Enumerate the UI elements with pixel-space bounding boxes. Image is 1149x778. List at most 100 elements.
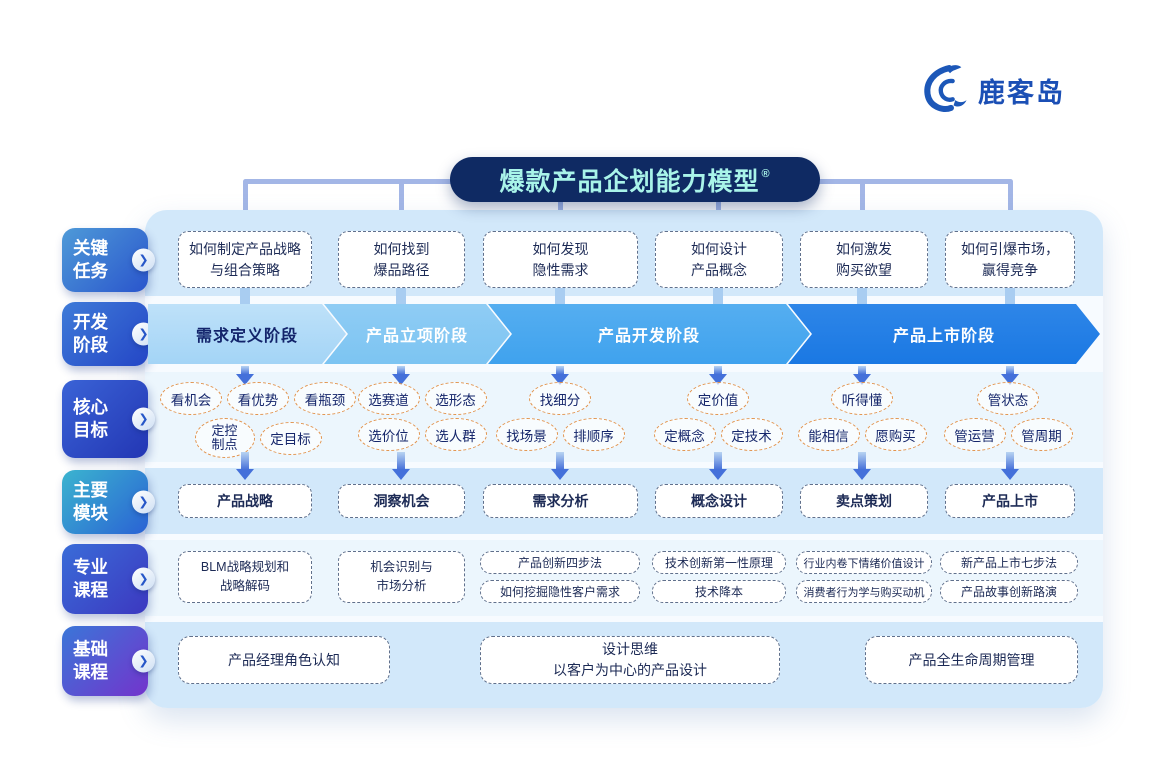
- goal-ellipse: 管状态: [977, 382, 1039, 415]
- sidebar-label-text: 核心 目标: [73, 397, 108, 440]
- title-connector-drop: [399, 181, 404, 231]
- basic-course-box: 产品全生命周期管理: [865, 636, 1078, 684]
- goal-column-launch: 管状态 管运营 管周期: [938, 382, 1078, 451]
- connector-bar: [555, 288, 565, 305]
- down-arrow: [241, 366, 249, 374]
- connector-bar: [857, 288, 867, 305]
- sidebar-label-text: 关键 任务: [73, 238, 108, 281]
- down-arrow: [858, 452, 866, 469]
- goal-column-demand: 找细分 找场景 排顺序: [490, 382, 630, 451]
- pro-course-box: BLM战略规划和 战略解码: [178, 551, 312, 603]
- down-arrow: [714, 452, 722, 469]
- phase-arrow-development: 产品开发阶段: [488, 304, 810, 364]
- module-box: 卖点策划: [800, 484, 928, 518]
- down-arrow-head: [236, 469, 254, 480]
- down-arrow: [556, 452, 564, 469]
- key-task-box: 如何找到 爆品路径: [338, 231, 465, 288]
- down-arrow: [397, 366, 405, 374]
- goal-ellipse: 定价值: [687, 382, 749, 415]
- goal-ellipse: 找细分: [529, 382, 591, 415]
- phase-label: 产品立项阶段: [365, 328, 468, 345]
- goal-ellipse: 愿购买: [864, 418, 927, 451]
- title-connector-drop: [243, 181, 248, 231]
- goal-ellipse: 排顺序: [562, 418, 625, 451]
- goal-ellipse: 选人群: [424, 418, 487, 451]
- module-box: 需求分析: [483, 484, 638, 518]
- down-arrow: [714, 366, 722, 374]
- down-arrow-head: [709, 374, 727, 385]
- goal-ellipse: 管运营: [943, 418, 1006, 451]
- pro-course-box: 行业内卷下情绪价值设计: [796, 551, 932, 574]
- goal-ellipse: 听得懂: [831, 382, 893, 415]
- module-box: 洞察机会: [338, 484, 465, 518]
- goal-ellipse: 选赛道: [357, 382, 420, 415]
- goal-column-strategy: 看机会 看优势 看瓶颈 定控 制点 定目标: [156, 382, 360, 458]
- module-box: 产品战略: [178, 484, 312, 518]
- down-arrow-head: [1001, 469, 1019, 480]
- down-arrow-head: [551, 374, 569, 385]
- goal-column-opportunity: 选赛道 选形态 选价位 选人群: [352, 382, 492, 451]
- goal-ellipse: 能相信: [797, 418, 860, 451]
- down-arrow: [556, 366, 564, 374]
- pro-course-box: 如何挖掘隐性客户需求: [480, 580, 640, 603]
- chevron-right-icon: ❯: [132, 567, 155, 591]
- down-arrow-head: [392, 469, 410, 480]
- diagram-title: 爆款产品企划能力模型®: [450, 157, 820, 202]
- down-arrow: [1006, 452, 1014, 469]
- sidebar-item-dev-phases: 开发 阶段 ❯: [62, 302, 155, 366]
- pro-course-box: 技术创新第一性原理: [652, 551, 786, 574]
- key-task-box: 如何引爆市场， 赢得竞争: [945, 231, 1075, 288]
- pro-course-box: 消费者行为学与购买动机: [796, 580, 932, 603]
- sidebar-label-text: 主要 模块: [73, 480, 108, 523]
- sidebar-item-key-tasks: 关键 任务 ❯: [62, 228, 155, 292]
- key-task-box: 如何制定产品战略 与组合策略: [178, 231, 312, 288]
- chevron-right-icon: ❯: [132, 407, 155, 431]
- down-arrow-head: [1001, 374, 1019, 385]
- down-arrow: [241, 452, 249, 469]
- phase-arrow-requirements: 需求定义阶段: [148, 304, 346, 364]
- sidebar-item-modules: 主要 模块 ❯: [62, 470, 155, 534]
- goal-ellipse: 定概念: [653, 418, 716, 451]
- down-arrow: [1006, 366, 1014, 374]
- down-arrow: [397, 452, 405, 469]
- goal-ellipse: 看瓶颈: [294, 382, 356, 415]
- down-arrow-head: [853, 469, 871, 480]
- module-box: 产品上市: [945, 484, 1075, 518]
- sidebar-item-core-goals: 核心 目标 ❯: [62, 380, 155, 458]
- down-arrow-head: [551, 469, 569, 480]
- down-arrow: [858, 366, 866, 374]
- sidebar-label-text: 基础 课程: [73, 639, 108, 682]
- chevron-right-icon: ❯: [132, 649, 155, 673]
- down-arrow-head: [392, 374, 410, 385]
- deer-swirl-icon: [918, 62, 970, 119]
- sidebar-item-pro-courses: 专业 课程 ❯: [62, 544, 155, 614]
- connector-bar: [396, 288, 406, 305]
- pro-course-box: 产品创新四步法: [480, 551, 640, 574]
- connector-bar: [713, 288, 723, 305]
- down-arrow-head: [709, 469, 727, 480]
- goal-ellipse: 找场景: [495, 418, 558, 451]
- goal-ellipse: 选价位: [357, 418, 420, 451]
- module-box: 概念设计: [655, 484, 783, 518]
- goal-ellipse: 管周期: [1010, 418, 1073, 451]
- goal-column-concept: 定价值 定概念 定技术: [648, 382, 788, 451]
- key-task-box: 如何激发 购买欲望: [800, 231, 928, 288]
- sidebar-label-text: 专业 课程: [73, 557, 108, 600]
- registered-mark: ®: [761, 167, 771, 180]
- goal-ellipse: 看优势: [227, 382, 289, 415]
- brand-name: 鹿客岛: [978, 78, 1065, 108]
- pro-course-box: 产品故事创新路演: [940, 580, 1078, 603]
- brand-logo: 鹿客岛: [918, 62, 1065, 119]
- goal-ellipse: 定控 制点: [194, 418, 255, 458]
- goal-ellipse: 定技术: [720, 418, 783, 451]
- connector-bar: [240, 288, 250, 305]
- title-connector-drop: [860, 181, 865, 231]
- sidebar-item-basic-courses: 基础 课程 ❯: [62, 626, 155, 696]
- diagram-title-text: 爆款产品企划能力模型: [499, 167, 760, 196]
- phase-arrow-launch: 产品上市阶段: [788, 304, 1100, 364]
- basic-course-box: 设计思维 以客户为中心的产品设计: [480, 636, 780, 684]
- phase-label: 产品上市阶段: [892, 328, 995, 345]
- pro-course-box: 新产品上市七步法: [940, 551, 1078, 574]
- down-arrow-head: [853, 374, 871, 385]
- goal-ellipse: 选形态: [424, 382, 487, 415]
